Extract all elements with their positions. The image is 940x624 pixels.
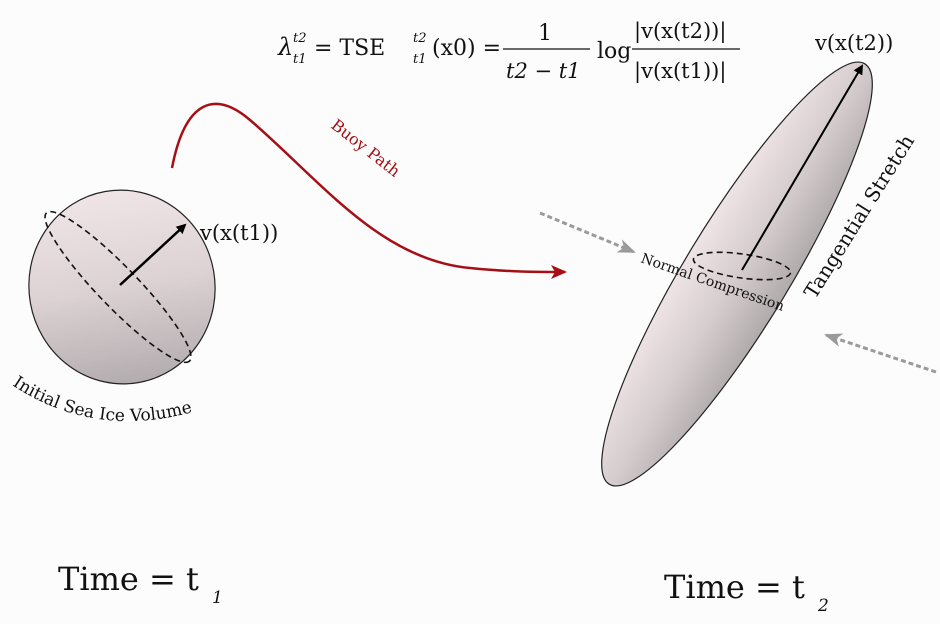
time-t2-label: Time = t	[664, 568, 805, 606]
tse-formula: λ t2 t1 = TSE t2 t1 (x0) = 1 t2 − t1 log…	[277, 19, 740, 84]
formula-tse-sup: t2	[413, 31, 427, 46]
formula-frac-num: 1	[538, 21, 552, 46]
formula-frac-den: t2 − t1	[506, 59, 581, 83]
formula-lambda-sup: t2	[293, 31, 307, 46]
formula-ratio-num: |v(x(t2))|	[634, 19, 726, 44]
time-t2-sub: 2	[817, 596, 829, 616]
vector-t1-arrow	[119, 223, 187, 286]
compression-arrow-right	[824, 333, 937, 374]
buoy-path-curve	[170, 102, 567, 279]
formula-ratio-den: |v(x(t1))|	[634, 59, 726, 84]
formula-lambda: λ	[277, 33, 293, 61]
formula-lambda-sub: t1	[293, 52, 307, 67]
final-dashed-section	[692, 251, 792, 281]
initial-volume-ellipse	[28, 189, 216, 385]
vector-t2-arrow	[741, 64, 864, 271]
vector-t2-label: v(x(t2))	[814, 31, 893, 55]
time-t1-label: Time = t	[58, 560, 199, 598]
formula-arg: (x0) =	[432, 36, 501, 61]
formula-tse: = TSE	[314, 36, 385, 61]
initial-sea-ice-volume: v(x(t1)) Initial Sea Ice Volume	[9, 189, 278, 426]
time-t1-sub: 1	[212, 588, 223, 608]
vector-t1-label: v(x(t1))	[199, 221, 278, 245]
formula-log: log	[597, 39, 631, 64]
final-volume-ellipse	[601, 61, 873, 487]
formula-tse-sub: t1	[413, 52, 427, 67]
final-sea-ice-volume: v(x(t2))	[601, 31, 893, 487]
buoy-path-label: Buoy Path	[328, 115, 404, 181]
compression-arrow-left	[539, 211, 636, 254]
